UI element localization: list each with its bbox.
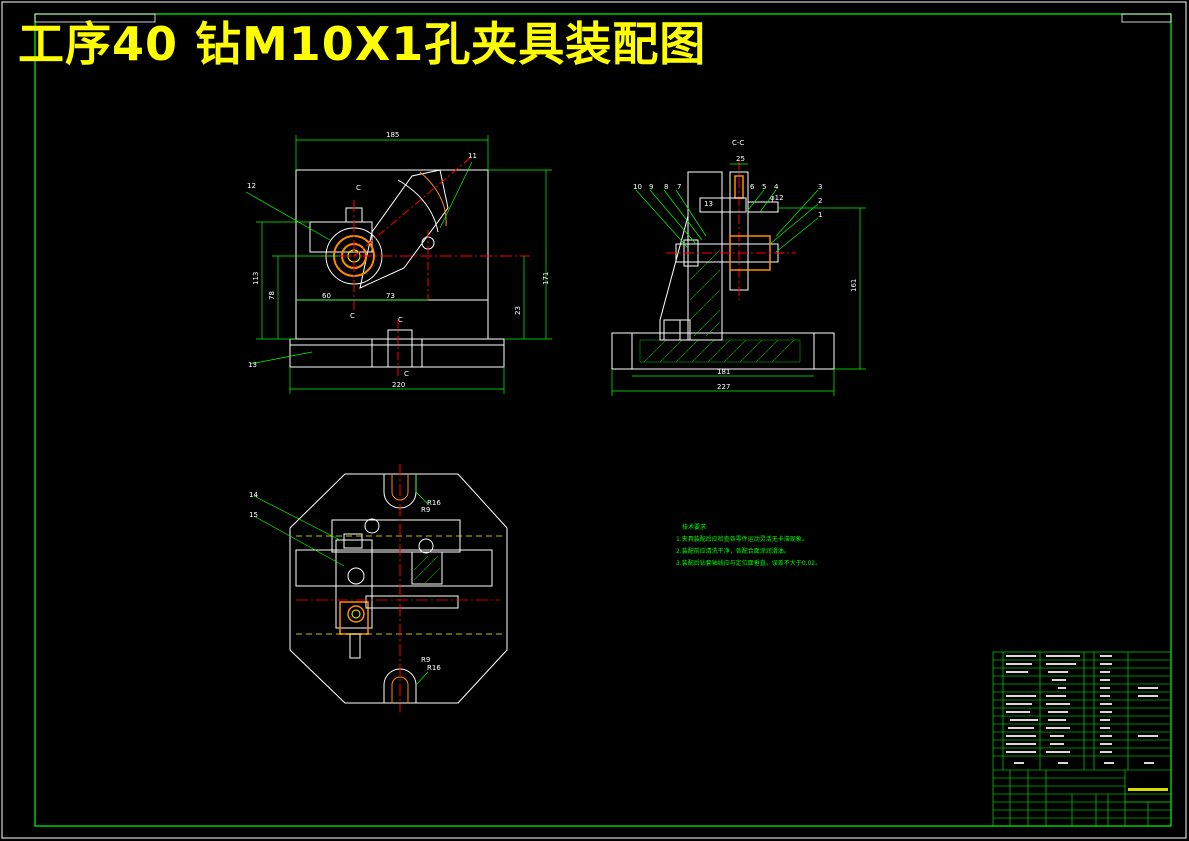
side-base [611, 332, 835, 370]
dim-r16-bottom: R16 [427, 664, 441, 672]
top-crossbar [295, 549, 493, 587]
base-plate [289, 338, 505, 368]
dim-top-25: 25 [736, 155, 745, 163]
dim-r9-top: R9 [421, 506, 430, 514]
dim-height-total: 171 [542, 272, 550, 285]
dim-width-bottom: 220 [392, 381, 405, 389]
section-mark-c3: C [398, 316, 403, 324]
note-line: 1.夹具装配后应检查各零件运动灵活无卡滞现象。 [676, 536, 808, 543]
clamp-arm [359, 169, 449, 289]
fixture-body [295, 169, 489, 340]
section-mark-c4: C [404, 370, 409, 378]
balloon-15: 15 [249, 511, 258, 519]
top-view: R16 R9 R9 R16 14 15 [249, 464, 508, 712]
title-block [992, 651, 1172, 827]
dim-height-78: 78 [268, 291, 276, 300]
dim-height-23: 23 [514, 306, 522, 315]
corner-tag [1121, 13, 1172, 23]
dim-height-left: 113 [252, 272, 260, 285]
section-title: C-C [732, 139, 744, 147]
dim-small-13: 13 [704, 200, 713, 208]
dim-r9-bottom: R9 [421, 656, 430, 664]
balloon-2: 2 [818, 197, 822, 205]
dim-height-161: 161 [850, 279, 858, 292]
dim-width-top: 185 [386, 131, 399, 139]
corner-tag-left [34, 13, 156, 23]
note-line: 2.装配前应清洗干净，各配合面涂润滑油。 [676, 548, 790, 555]
top-base-outline [289, 473, 508, 704]
side-view: C-C 25 φ12 13 181 227 161 10 9 8 7 6 5 4… [611, 139, 866, 396]
balloon-14: 14 [249, 491, 258, 499]
dim-horiz-73: 73 [386, 292, 395, 300]
balloon-12: 12 [247, 182, 256, 190]
notes-heading: 技术要求 [682, 524, 707, 531]
dim-base-227: 227 [717, 383, 730, 391]
dim-r16-top: R16 [427, 499, 441, 507]
side-column [687, 171, 723, 341]
section-mark-c1: C [356, 184, 361, 192]
balloon-4: 4 [774, 183, 779, 191]
balloon-9: 9 [649, 183, 653, 191]
balloon-5: 5 [762, 183, 766, 191]
balloon-11: 11 [468, 152, 477, 160]
dim-dia-12: φ12 [770, 194, 784, 202]
dim-horiz-60: 60 [322, 292, 331, 300]
balloon-7: 7 [677, 183, 681, 191]
title-block-fill [1006, 655, 1168, 791]
section-mark-c2: C [350, 312, 355, 320]
technical-notes: 技术要求 1.夹具装配后应检查各零件运动灵活无卡滞现象。 2.装配前应清洗干净，… [676, 522, 821, 570]
balloon-6: 6 [750, 183, 755, 191]
dim-base-181: 181 [717, 368, 730, 376]
balloon-1: 1 [818, 211, 822, 219]
inner-frame [34, 13, 1172, 827]
balloon-10: 10 [633, 183, 642, 191]
balloon-3: 3 [818, 183, 822, 191]
note-line: 3.装配后钻套轴线应与定位面垂直，误差不大于0.02。 [676, 560, 822, 567]
drawing-title: 工序40 钻M10X1孔夹具装配图 [18, 17, 707, 71]
front-view: 185 220 171 113 78 23 60 73 12 11 13 C C… [245, 131, 552, 394]
balloon-8: 8 [664, 183, 668, 191]
balloon-13: 13 [248, 361, 257, 369]
